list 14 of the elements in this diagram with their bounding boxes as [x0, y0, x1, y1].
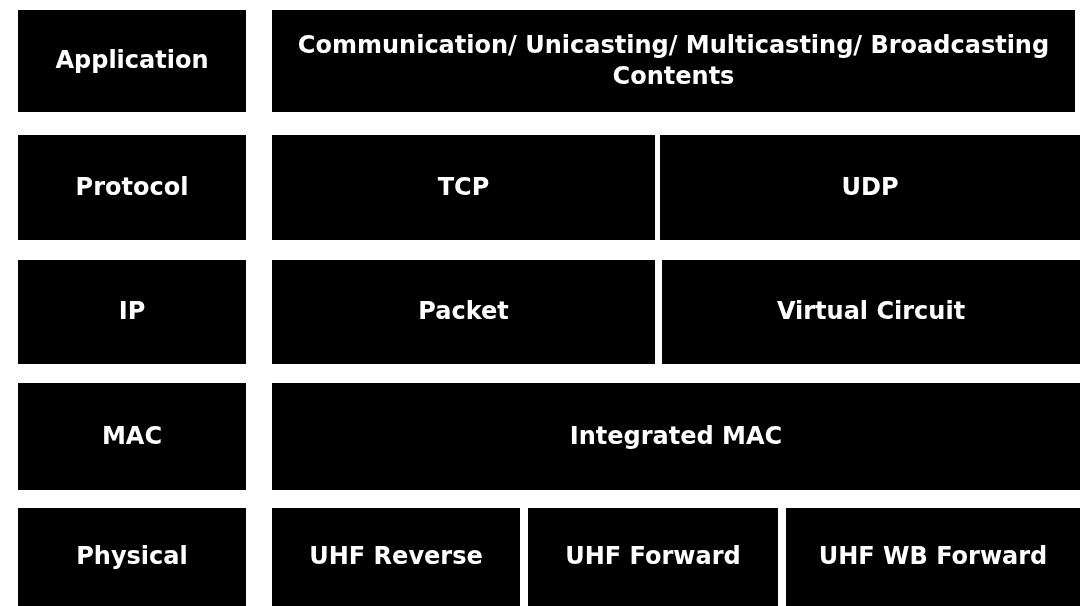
layer-box: UHF WB Forward — [786, 508, 1080, 606]
layer-box: Application — [18, 10, 246, 112]
layer-box: Virtual Circuit — [662, 260, 1080, 364]
layer-box: IP — [18, 260, 246, 364]
layer-box: UHF Forward — [528, 508, 778, 606]
layer-box: Protocol — [18, 135, 246, 240]
layer-box: UDP — [660, 135, 1080, 240]
layer-box: UHF Reverse — [272, 508, 520, 606]
layer-box: Physical — [18, 508, 246, 606]
layer-box: Packet — [272, 260, 655, 364]
layer-box: Communication/ Unicasting/ Multicasting/ Broadcasting Contents — [272, 10, 1075, 112]
layer-box: TCP — [272, 135, 655, 240]
layer-box: MAC — [18, 383, 246, 490]
layer-box: Integrated MAC — [272, 383, 1080, 490]
